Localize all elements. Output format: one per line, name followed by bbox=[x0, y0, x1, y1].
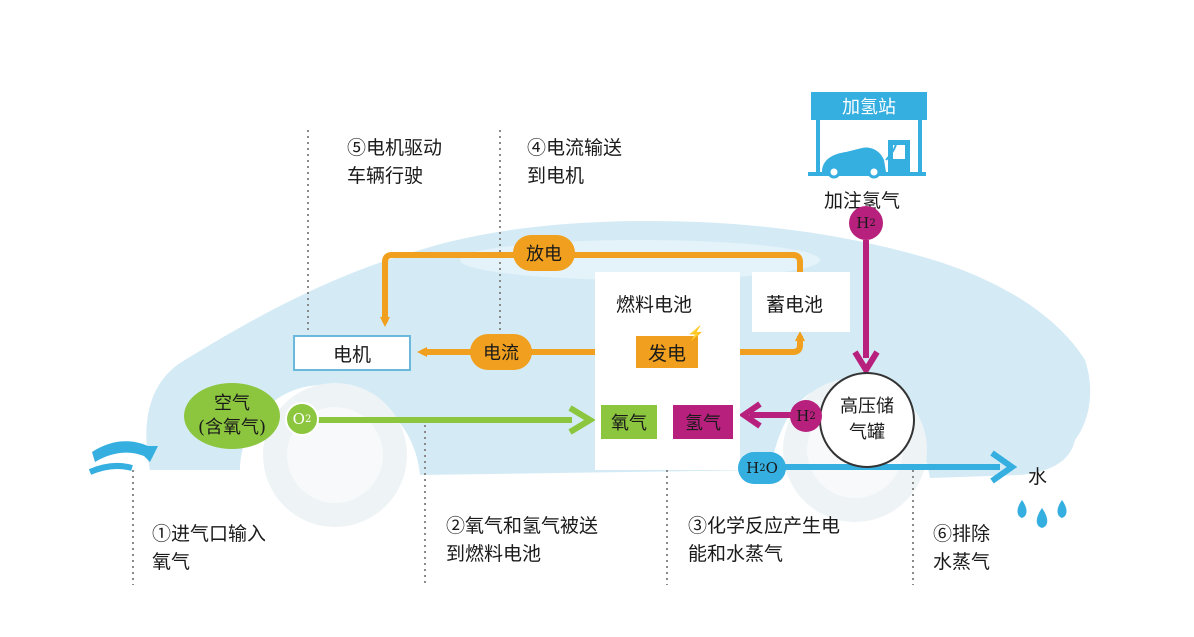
step-3: ③化学反应产生电 能和水蒸气 bbox=[688, 515, 841, 565]
discharge-arrow bbox=[380, 252, 803, 327]
step-4: ④电流输送 到电机 bbox=[527, 137, 623, 187]
tank-label: 高压储 气罐 bbox=[840, 396, 894, 443]
step-2: ②氧气和氢气被送 到燃料电池 bbox=[446, 515, 599, 565]
car-at-station-icon bbox=[822, 147, 886, 172]
station-label: 加氢站 bbox=[842, 97, 896, 118]
spark-icon: ⚡ bbox=[687, 326, 705, 342]
motor-box: 电机 bbox=[293, 335, 411, 371]
hydrogen-box: 氢气 bbox=[673, 405, 733, 439]
charge-arrow bbox=[700, 331, 805, 355]
air-ellipse bbox=[184, 383, 280, 449]
water-label: 水 bbox=[1028, 466, 1048, 488]
battery-label: 蓄电池 bbox=[766, 294, 824, 316]
station-sign bbox=[811, 92, 927, 120]
step-1: ①进气口输入 氧气 bbox=[152, 523, 267, 573]
step-6: ⑥排除 水蒸气 bbox=[933, 523, 991, 573]
dotted-separators bbox=[132, 130, 914, 585]
air-label: 空气 (含氧气) bbox=[197, 393, 267, 438]
current-label: 电流 bbox=[470, 334, 532, 370]
water-drops-icon bbox=[1017, 500, 1067, 528]
station-caption: 加注氢气 bbox=[824, 190, 901, 212]
step-5: ⑤电机驱动 车辆行驶 bbox=[347, 137, 443, 187]
oxygen-box: 氧气 bbox=[601, 405, 657, 439]
discharge-label: 放电 bbox=[513, 235, 575, 271]
fuel-cell-label: 燃料电池 bbox=[616, 294, 693, 316]
battery-panel bbox=[752, 272, 850, 332]
generate-box: 发电 bbox=[636, 336, 698, 368]
air-intake-icon bbox=[92, 441, 158, 462]
